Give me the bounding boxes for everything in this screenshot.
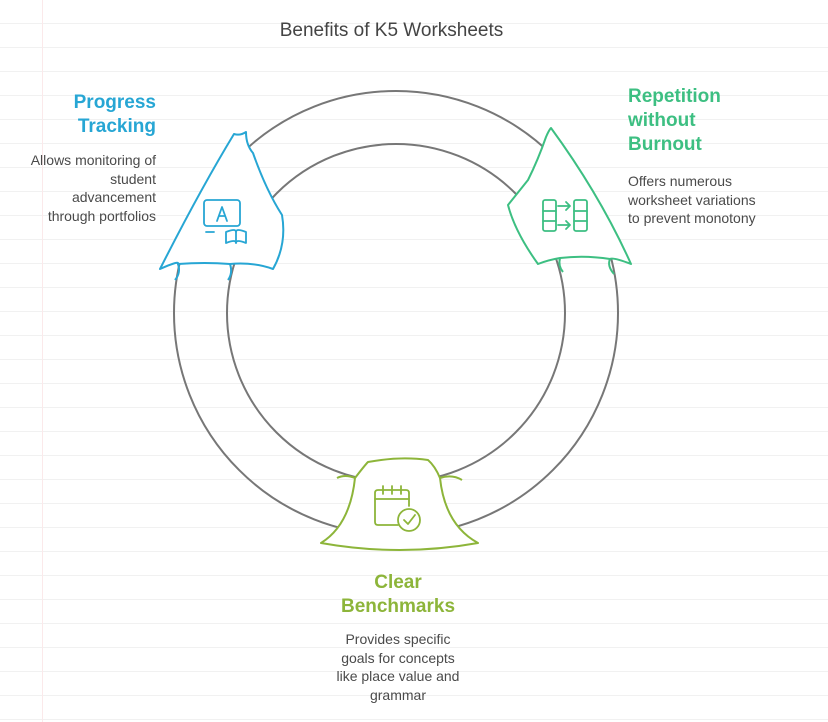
calendar-check-icon xyxy=(374,485,421,532)
ring-inner xyxy=(226,143,566,483)
clear-arrow xyxy=(320,457,479,551)
progress-description: Allows monitoring of student advancement… xyxy=(30,152,156,224)
progress-heading: Progress Tracking xyxy=(73,92,156,137)
repetition-heading: Repetition without Burnout xyxy=(628,86,721,155)
repetition-arrow xyxy=(507,127,632,265)
notebook-margin-line xyxy=(42,0,43,722)
split-arrows-icon xyxy=(542,199,588,232)
book-reading-icon xyxy=(203,199,247,244)
repetition-description: Offers numerous worksheet variations to … xyxy=(628,173,756,226)
clear-heading: Clear Benchmarks xyxy=(340,572,456,617)
clear-description: Provides specific goals for concepts lik… xyxy=(336,631,460,703)
diagram-title: Benefits of K5 Worksheets xyxy=(279,20,504,41)
